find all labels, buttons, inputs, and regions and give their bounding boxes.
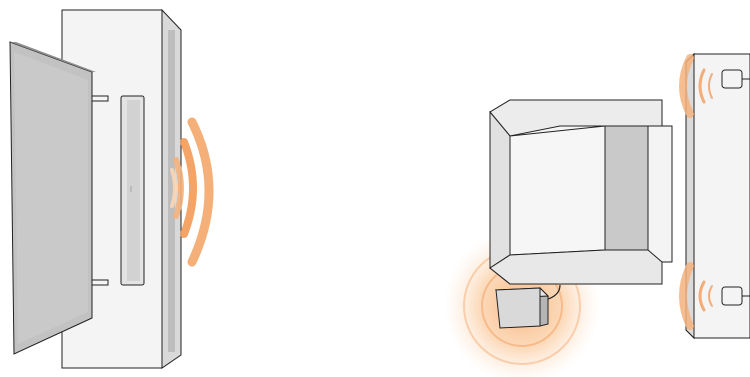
mount-pin-bottom xyxy=(91,279,109,286)
wall-strip-signal-bottom xyxy=(679,262,713,330)
wall-strip-node-top xyxy=(721,69,743,89)
box-frame-bottom-band xyxy=(489,249,663,285)
signal-arc-3 xyxy=(187,117,214,267)
signal-arc-2 xyxy=(180,138,197,238)
wall-cabinet-side-stripe xyxy=(168,30,175,352)
box-frame-left-wall xyxy=(489,110,511,269)
left-illustration xyxy=(9,8,214,369)
side-bracket-panel-edge xyxy=(10,42,96,72)
box-frame-inner-face xyxy=(509,125,606,256)
mount-pin-top xyxy=(91,95,109,102)
right-illustration xyxy=(444,52,750,377)
side-bracket-panel-shade xyxy=(14,52,88,344)
wall-strip-node-bottom xyxy=(721,286,743,306)
center-slot-inner xyxy=(127,100,140,281)
sensor-box-front xyxy=(495,287,541,329)
wall-strip-signal-top xyxy=(679,54,713,118)
box-frame-inner-side xyxy=(604,125,649,251)
left-signal-waves xyxy=(170,117,214,267)
signal-arc-1 xyxy=(173,157,184,219)
